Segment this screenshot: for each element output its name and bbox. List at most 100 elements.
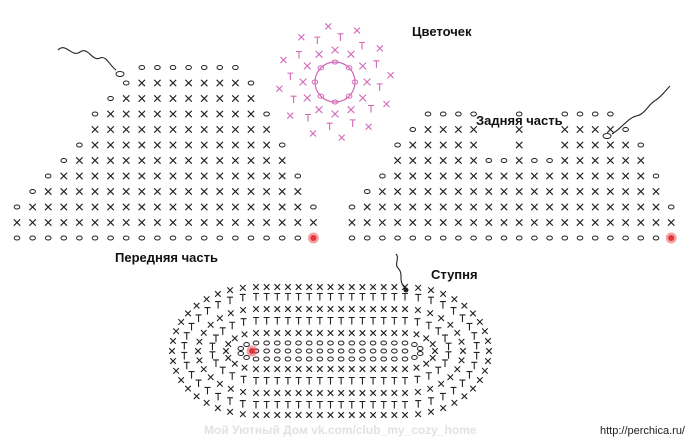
sole-double-crochet xyxy=(204,386,211,395)
chain-stitch xyxy=(232,235,239,241)
single-crochet-stitch xyxy=(185,203,193,211)
single-crochet-stitch xyxy=(606,203,614,211)
sole-chain-stitch xyxy=(416,346,424,352)
single-crochet-stitch xyxy=(91,203,99,211)
sole-chart xyxy=(168,253,493,419)
sole-single-crochet xyxy=(306,329,313,337)
sole-double-crochet xyxy=(284,316,291,325)
flower-label: Цветочек xyxy=(412,24,472,39)
sole-single-crochet xyxy=(481,328,489,335)
sole-chain-stitch xyxy=(237,346,245,352)
sole-double-crochet xyxy=(274,376,281,385)
single-crochet-stitch xyxy=(107,172,115,180)
single-crochet-stitch xyxy=(153,203,161,211)
single-crochet-stitch xyxy=(409,172,417,180)
sole-chain-stitch xyxy=(380,356,388,362)
sole-single-crochet xyxy=(263,329,270,337)
sole-chain-stitch xyxy=(243,342,250,348)
sole-single-crochet xyxy=(284,329,292,337)
single-crochet-stitch xyxy=(216,79,224,87)
sole-single-crochet xyxy=(359,411,366,419)
sole-single-crochet xyxy=(227,309,235,317)
sole-single-crochet xyxy=(200,366,207,373)
single-crochet-stitch xyxy=(576,203,584,211)
flower-stitch xyxy=(331,46,339,54)
chain-stitch xyxy=(169,65,177,70)
sole-double-crochet xyxy=(316,292,323,301)
single-crochet-stitch xyxy=(263,187,271,196)
single-crochet-stitch xyxy=(470,172,478,180)
sole-chain-stitch xyxy=(337,348,345,354)
single-crochet-stitch xyxy=(60,218,68,227)
flower-stitch xyxy=(324,23,332,30)
flower-stitch xyxy=(331,110,339,118)
single-crochet-stitch xyxy=(91,172,99,180)
sole-single-crochet xyxy=(225,340,232,348)
sole-single-crochet xyxy=(348,329,355,337)
single-crochet-stitch xyxy=(515,187,523,196)
sole-single-crochet xyxy=(391,283,398,291)
sole-single-crochet xyxy=(426,385,434,393)
sole-single-crochet xyxy=(316,411,324,419)
sole-single-crochet xyxy=(391,329,398,337)
sole-double-crochet xyxy=(442,359,449,367)
chain-stitch xyxy=(394,235,401,241)
single-crochet-stitch xyxy=(363,203,371,211)
sole-double-crochet xyxy=(338,316,345,325)
site-watermark: Мой Уютный Дом vk.com/club_my_cozy_home xyxy=(204,423,477,437)
chain-stitch xyxy=(607,235,614,241)
flower-stitch xyxy=(376,45,384,52)
single-crochet-stitch xyxy=(138,218,146,227)
single-crochet-stitch xyxy=(153,110,161,118)
single-crochet-stitch xyxy=(561,203,569,211)
single-crochet-stitch xyxy=(216,125,224,134)
sole-double-crochet xyxy=(253,376,259,385)
sole-double-crochet xyxy=(188,371,195,379)
sole-double-crochet xyxy=(240,318,247,326)
sole-chain-stitch xyxy=(359,356,366,362)
sole-double-crochet xyxy=(284,376,291,385)
sole-single-crochet xyxy=(284,411,292,419)
single-crochet-stitch xyxy=(439,187,447,196)
single-crochet-stitch xyxy=(515,172,523,180)
sole-single-crochet xyxy=(316,389,324,397)
single-crochet-stitch xyxy=(546,187,554,196)
chain-stitch xyxy=(531,158,538,163)
single-crochet-stitch xyxy=(378,203,386,211)
back-part-label: Задняя часть xyxy=(476,113,563,128)
single-crochet-stitch xyxy=(200,110,208,118)
sole-double-crochet xyxy=(316,376,323,385)
single-crochet-stitch xyxy=(216,156,224,165)
single-crochet-stitch xyxy=(185,79,193,87)
chain-stitch xyxy=(576,111,584,117)
sole-single-crochet xyxy=(274,305,281,313)
single-crochet-stitch xyxy=(231,172,239,180)
sole-double-crochet xyxy=(316,316,323,325)
chain-stitch xyxy=(622,235,629,241)
chain-stitch xyxy=(363,189,371,194)
sole-chain-stitch xyxy=(369,340,377,346)
sole-single-crochet xyxy=(316,305,324,313)
sole-double-crochet xyxy=(295,292,302,301)
sole-single-crochet xyxy=(306,411,313,419)
chain-stitch xyxy=(115,71,125,77)
sole-single-crochet xyxy=(476,376,484,384)
sole-single-crochet xyxy=(172,367,180,374)
sole-single-crochet xyxy=(295,283,302,291)
single-crochet-stitch xyxy=(637,203,645,211)
sole-chain-stitch xyxy=(369,356,377,362)
sole-double-crochet xyxy=(425,372,432,380)
single-crochet-stitch xyxy=(652,203,660,211)
sole-single-crochet xyxy=(439,290,447,298)
sole-single-crochet xyxy=(414,388,422,396)
single-crochet-stitch xyxy=(169,218,177,227)
sole-chain-stitch xyxy=(411,342,418,348)
sole-single-crochet xyxy=(196,357,203,364)
yarn-tail-line xyxy=(57,47,117,71)
sole-chain-stitch xyxy=(401,356,409,362)
single-crochet-stitch xyxy=(169,141,177,149)
flower-chain-stitch xyxy=(331,59,339,65)
sole-chain-stitch xyxy=(401,348,409,354)
sole-single-crochet xyxy=(369,329,377,337)
sole-double-crochet xyxy=(188,322,195,331)
